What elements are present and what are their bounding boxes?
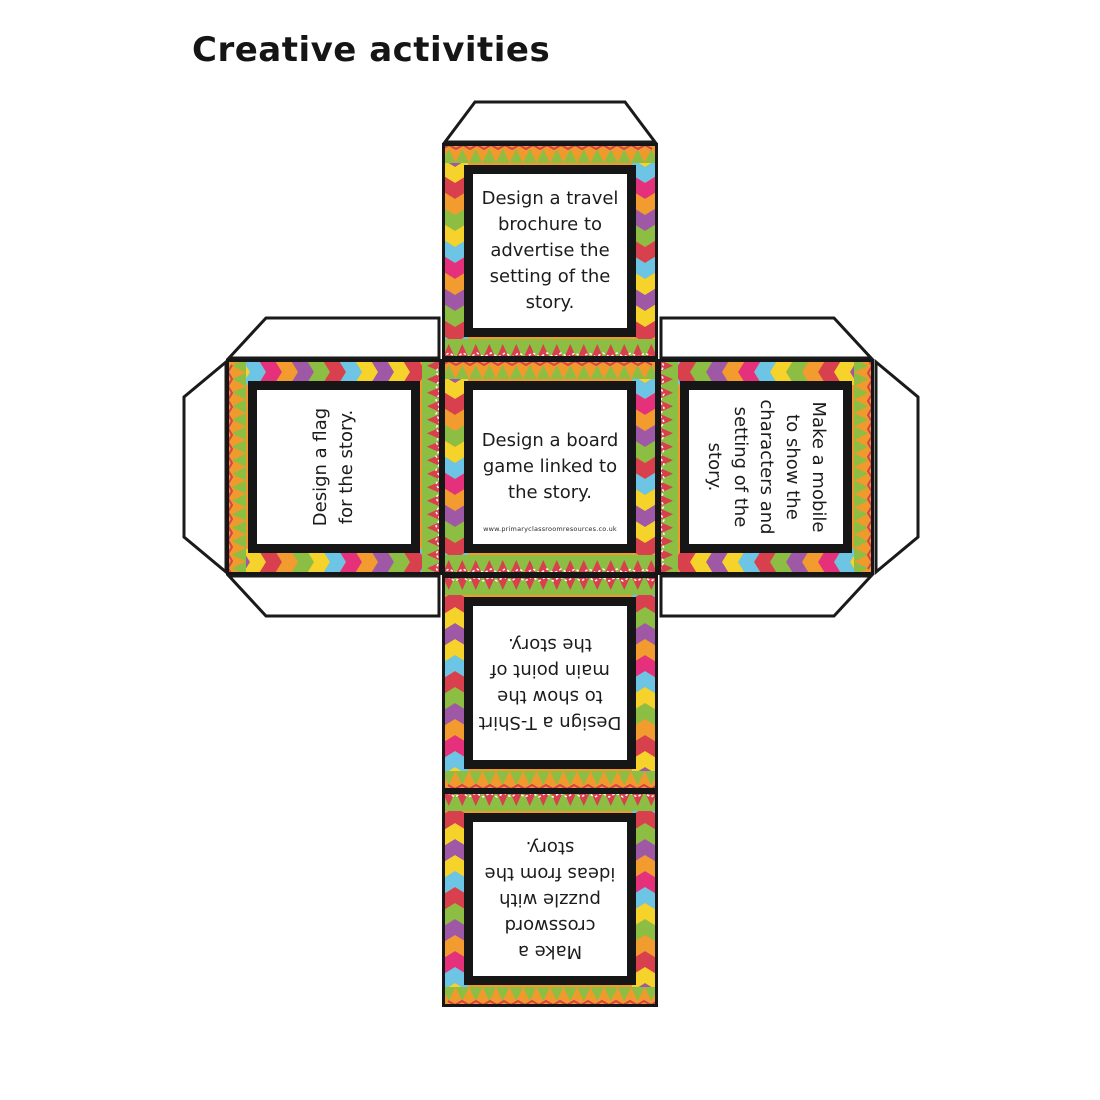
page-title: Creative activities [192, 30, 551, 70]
face-crossword: Make a crossword puzzle with ideas from … [442, 759, 659, 1023]
glue-tab-flag-bottom [226, 574, 441, 618]
face-board-game: Design a board game linked to the story.… [441, 343, 658, 607]
glue-tab-top [442, 100, 658, 144]
face-text-board: Design a board game linked to the story. [481, 429, 619, 504]
face-text-flag: Design a flag for the story. [309, 407, 357, 527]
face-text-crossword: Make a crossword puzzle with ideas from … [484, 836, 616, 963]
face-mobile: Make a mobile to show the characters and… [626, 358, 890, 575]
face-flag: Design a flag for the story. [210, 359, 474, 576]
face-tshirt: Design a T-Shirt to show the main point … [442, 543, 659, 807]
chevron-border [626, 358, 890, 575]
glue-tab-flag-side [182, 359, 228, 575]
face-travel-brochure: Design a travel brochure to advertise th… [441, 127, 658, 391]
glue-tab-mobile-side [874, 359, 920, 575]
chevron-border [442, 543, 659, 807]
glue-tab-flag-top [226, 316, 441, 360]
face-text-tshirt: Design a T-Shirt to show the main point … [478, 633, 622, 734]
glue-tab-mobile-bottom [659, 574, 874, 618]
face-text-mobile: Make a mobile to show the characters and… [703, 399, 830, 535]
chevron-border [442, 759, 659, 1023]
face-text-travel: Design a travel brochure to advertise th… [481, 187, 619, 314]
glue-tab-mobile-top [659, 316, 874, 360]
chevron-border [441, 127, 658, 391]
website-credit: www.primaryclassroomresources.co.uk [483, 525, 617, 533]
